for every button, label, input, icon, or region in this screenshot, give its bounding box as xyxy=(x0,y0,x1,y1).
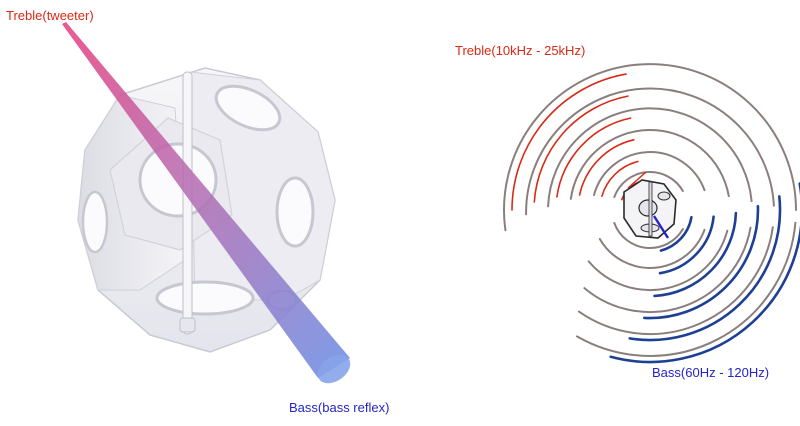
wave-ring-gray-3 xyxy=(598,228,706,269)
wave-arc-bass-2 xyxy=(653,211,738,298)
wave-arc-bass-4 xyxy=(628,195,782,342)
wave-arc-treble-5 xyxy=(511,73,627,211)
wave-ring-gray-1 xyxy=(613,222,684,249)
treble-tweeter-label: Treble(tweeter) xyxy=(6,8,94,23)
wave-arc-bass-0 xyxy=(659,216,693,252)
treble-range-label: Treble(10kHz - 25kHz) xyxy=(455,43,586,58)
sound-direction-beam xyxy=(62,22,350,378)
wave-arc-treble-4 xyxy=(533,95,629,203)
wave-ring-gray-7 xyxy=(583,226,752,313)
wave-ring-gray-6 xyxy=(547,107,753,208)
speaker-mini-icon xyxy=(623,171,677,239)
wave-arc-bass-1 xyxy=(658,215,715,275)
wave-ring-gray-5 xyxy=(587,229,729,291)
bottom-port-hole xyxy=(155,280,255,316)
wave-ring-gray-10 xyxy=(503,63,797,232)
wave-ring-gray-2 xyxy=(593,151,706,196)
left-port-hole xyxy=(81,190,109,254)
bass-reflex-label: Bass(bass reflex) xyxy=(289,400,390,415)
beam-end-cap xyxy=(317,354,351,384)
wave-ring-gray-8 xyxy=(525,87,775,216)
wave-arc-treble-3 xyxy=(556,117,632,198)
side-port-hole xyxy=(275,176,315,248)
rod-cap-bottom xyxy=(179,317,196,333)
wave-ring-gray-4 xyxy=(569,129,730,200)
wave-arc-treble-1 xyxy=(601,160,639,197)
bass-range-label: Bass(60Hz - 120Hz) xyxy=(652,365,770,380)
speaker-enclosure xyxy=(77,67,336,353)
wave-ring-gray-0 xyxy=(613,171,684,198)
wave-ring-gray-9 xyxy=(577,226,774,335)
wave-arc-bass-3 xyxy=(643,204,760,320)
top-port-hole xyxy=(214,84,282,132)
wave-arc-bass-5 xyxy=(609,182,800,364)
vertical-support-rod xyxy=(182,71,193,335)
wave-ring-gray-11 xyxy=(576,221,797,357)
wave-arc-treble-2 xyxy=(578,139,635,196)
wave-diagram xyxy=(503,63,800,364)
